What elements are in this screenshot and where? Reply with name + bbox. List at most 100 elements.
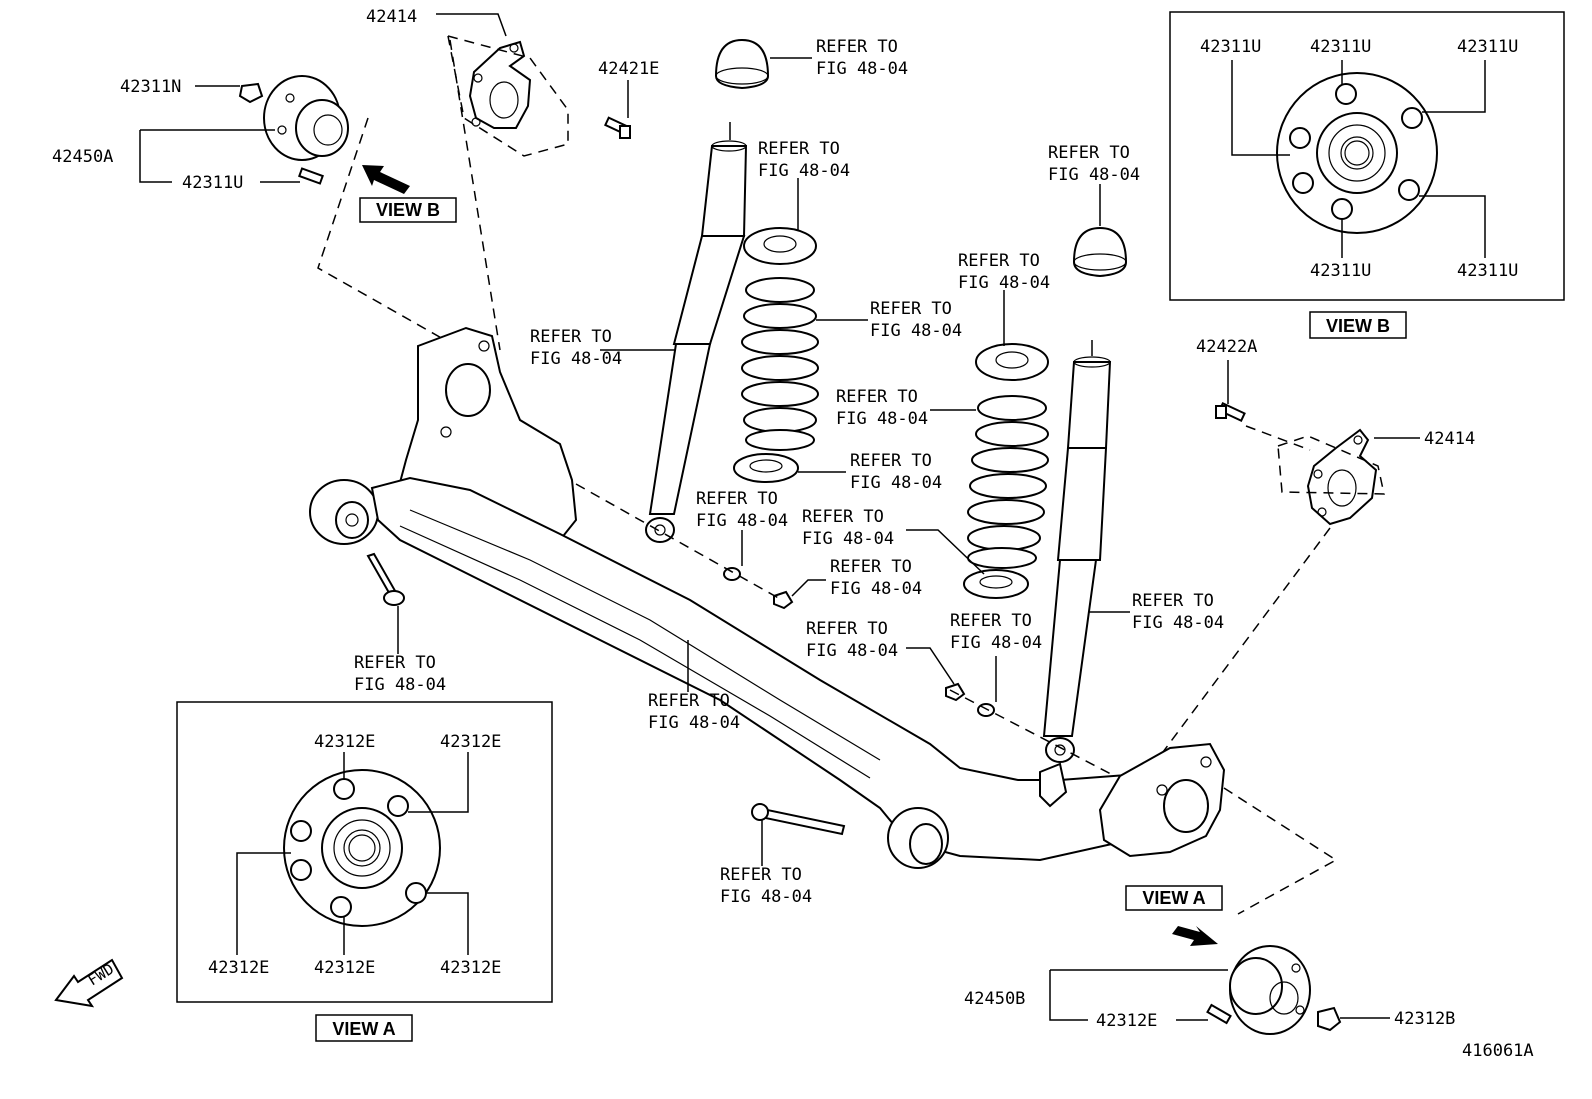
bolt-front-bushing-right <box>751 803 846 836</box>
coil-spring-right <box>967 395 1049 569</box>
refer-line2: FIG 48-04 <box>836 409 928 429</box>
view-a-caption: VIEW A <box>332 1019 395 1039</box>
refer-callout-nut-right: REFER TO FIG 48-04 <box>806 619 898 661</box>
refer-line2: FIG 48-04 <box>354 675 446 695</box>
knuckle-bracket-top <box>468 40 532 129</box>
refer-line2: FIG 48-04 <box>758 161 850 181</box>
refer-callout-bolt-left: REFER TO FIG 48-04 <box>354 653 446 695</box>
rear-hub-assembly-left <box>263 75 349 161</box>
shock-absorber-right <box>1042 340 1112 763</box>
bolt-front-bushing-left <box>366 552 405 606</box>
view-a-part-label-bottom-left: 42312E <box>208 958 269 978</box>
refer-line2: FIG 48-04 <box>816 59 908 79</box>
view-a-label-box: VIEW A <box>1125 885 1223 911</box>
refer-line1: REFER TO <box>530 327 612 347</box>
refer-callout-shock-right: REFER TO FIG 48-04 <box>1132 591 1224 633</box>
refer-line1: REFER TO <box>950 611 1032 631</box>
part-label-42450A: 42450A <box>52 147 113 167</box>
bump-stop-cap-left <box>714 38 770 90</box>
view-a-part-label-top-right: 42312E <box>440 732 501 752</box>
bump-stop-cap-right <box>1072 226 1128 278</box>
refer-line2: FIG 48-04 <box>830 579 922 599</box>
refer-line1: REFER TO <box>1132 591 1214 611</box>
refer-callout-seat-left: REFER TO FIG 48-04 <box>758 139 850 181</box>
refer-line1: REFER TO <box>836 387 918 407</box>
refer-line2: FIG 48-04 <box>720 887 812 907</box>
figure-id: 416061A <box>1462 1041 1534 1061</box>
view-a-part-label-bottom-right: 42312E <box>440 958 501 978</box>
part-label-42422A: 42422A <box>1196 337 1257 357</box>
view-b-part-label-top-left: 42311U <box>1200 37 1261 57</box>
refer-line1: REFER TO <box>816 37 898 57</box>
hub-bolt-left <box>298 167 324 185</box>
refer-line2: FIG 48-04 <box>950 633 1042 653</box>
nut-left <box>773 590 794 610</box>
refer-callout-cap-right: REFER TO FIG 48-04 <box>1048 143 1140 185</box>
refer-callout-axle-beam: REFER TO FIG 48-04 <box>648 691 740 733</box>
view-b-label: VIEW B <box>376 200 440 220</box>
view-b-caption-box: VIEW B <box>1309 311 1407 339</box>
spring-seat-upper-left <box>743 227 817 265</box>
refer-callout-washer-right: REFER TO FIG 48-04 <box>950 611 1042 653</box>
view-b-part-label-top-middle: 42311U <box>1310 37 1371 57</box>
view-a-part-label-bottom-middle: 42312E <box>314 958 375 978</box>
refer-line1: REFER TO <box>806 619 888 639</box>
washer-left <box>723 567 741 581</box>
spring-seat-lower-left <box>733 453 799 483</box>
refer-line1: REFER TO <box>850 451 932 471</box>
view-b-part-label-bottom-right: 42311U <box>1457 261 1518 281</box>
view-b-label-box: VIEW B <box>359 197 457 223</box>
bolt-42422A <box>1215 401 1246 423</box>
refer-line1: REFER TO <box>354 653 436 673</box>
refer-line2: FIG 48-04 <box>870 321 962 341</box>
view-b-part-label-top-right: 42311U <box>1457 37 1518 57</box>
refer-line2: FIG 48-04 <box>696 511 788 531</box>
refer-line2: FIG 48-04 <box>958 273 1050 293</box>
view-b-arrow <box>362 165 410 194</box>
hub-bolt-right <box>1206 1003 1232 1025</box>
view-b-panel: 42311U 42311U 42311U 42311U 42311U <box>1169 11 1565 301</box>
part-label-42421E: 42421E <box>598 59 659 79</box>
coil-spring-left <box>741 277 819 451</box>
spring-seat-upper-right <box>975 343 1049 381</box>
refer-callout-shock-left: REFER TO FIG 48-04 <box>530 327 622 369</box>
refer-line2: FIG 48-04 <box>1132 613 1224 633</box>
view-a-label: VIEW A <box>1142 888 1205 908</box>
refer-line1: REFER TO <box>802 507 884 527</box>
refer-line2: FIG 48-04 <box>530 349 622 369</box>
refer-callout-washer-left: REFER TO FIG 48-04 <box>696 489 788 531</box>
refer-line2: FIG 48-04 <box>648 713 740 733</box>
refer-callout-lower-seat-right: REFER TO FIG 48-04 <box>802 507 894 549</box>
refer-line2: FIG 48-04 <box>850 473 942 493</box>
part-label-42311N: 42311N <box>120 77 181 97</box>
refer-line1: REFER TO <box>830 557 912 577</box>
refer-line1: REFER TO <box>696 489 778 509</box>
refer-line1: REFER TO <box>758 139 840 159</box>
refer-callout-seat-right: REFER TO FIG 48-04 <box>958 251 1050 293</box>
view-a-panel: 42312E 42312E 42312E 42312E 42312E <box>176 701 553 1003</box>
part-label-42311U: 42311U <box>182 173 243 193</box>
refer-callout-spring-left: REFER TO FIG 48-04 <box>870 299 962 341</box>
hub-nut-right <box>1317 1006 1342 1032</box>
shock-absorber-left <box>645 122 748 543</box>
refer-line2: FIG 48-04 <box>1048 165 1140 185</box>
spring-seat-lower-right <box>963 569 1029 599</box>
refer-callout-bolt-right: REFER TO FIG 48-04 <box>720 865 812 907</box>
view-a-caption-box: VIEW A <box>315 1014 413 1042</box>
forward-direction-arrow: FWD <box>54 958 124 1008</box>
refer-line1: REFER TO <box>870 299 952 319</box>
knuckle-bracket-right <box>1306 428 1378 526</box>
view-a-arrow <box>1172 926 1218 946</box>
part-label-42414-top: 42414 <box>366 7 417 27</box>
part-label-42414-right: 42414 <box>1424 429 1475 449</box>
rear-hub-assembly-right <box>1229 945 1311 1035</box>
part-label-42450B: 42450B <box>964 989 1025 1009</box>
part-label-42312E: 42312E <box>1096 1011 1157 1031</box>
refer-callout-nut-left: REFER TO FIG 48-04 <box>830 557 922 599</box>
part-label-42312B: 42312B <box>1394 1009 1455 1029</box>
refer-callout-cap-left: REFER TO FIG 48-04 <box>816 37 908 79</box>
view-a-part-label-top-left: 42312E <box>314 732 375 752</box>
rear-axle-torsion-beam <box>309 326 1226 869</box>
refer-line1: REFER TO <box>648 691 730 711</box>
